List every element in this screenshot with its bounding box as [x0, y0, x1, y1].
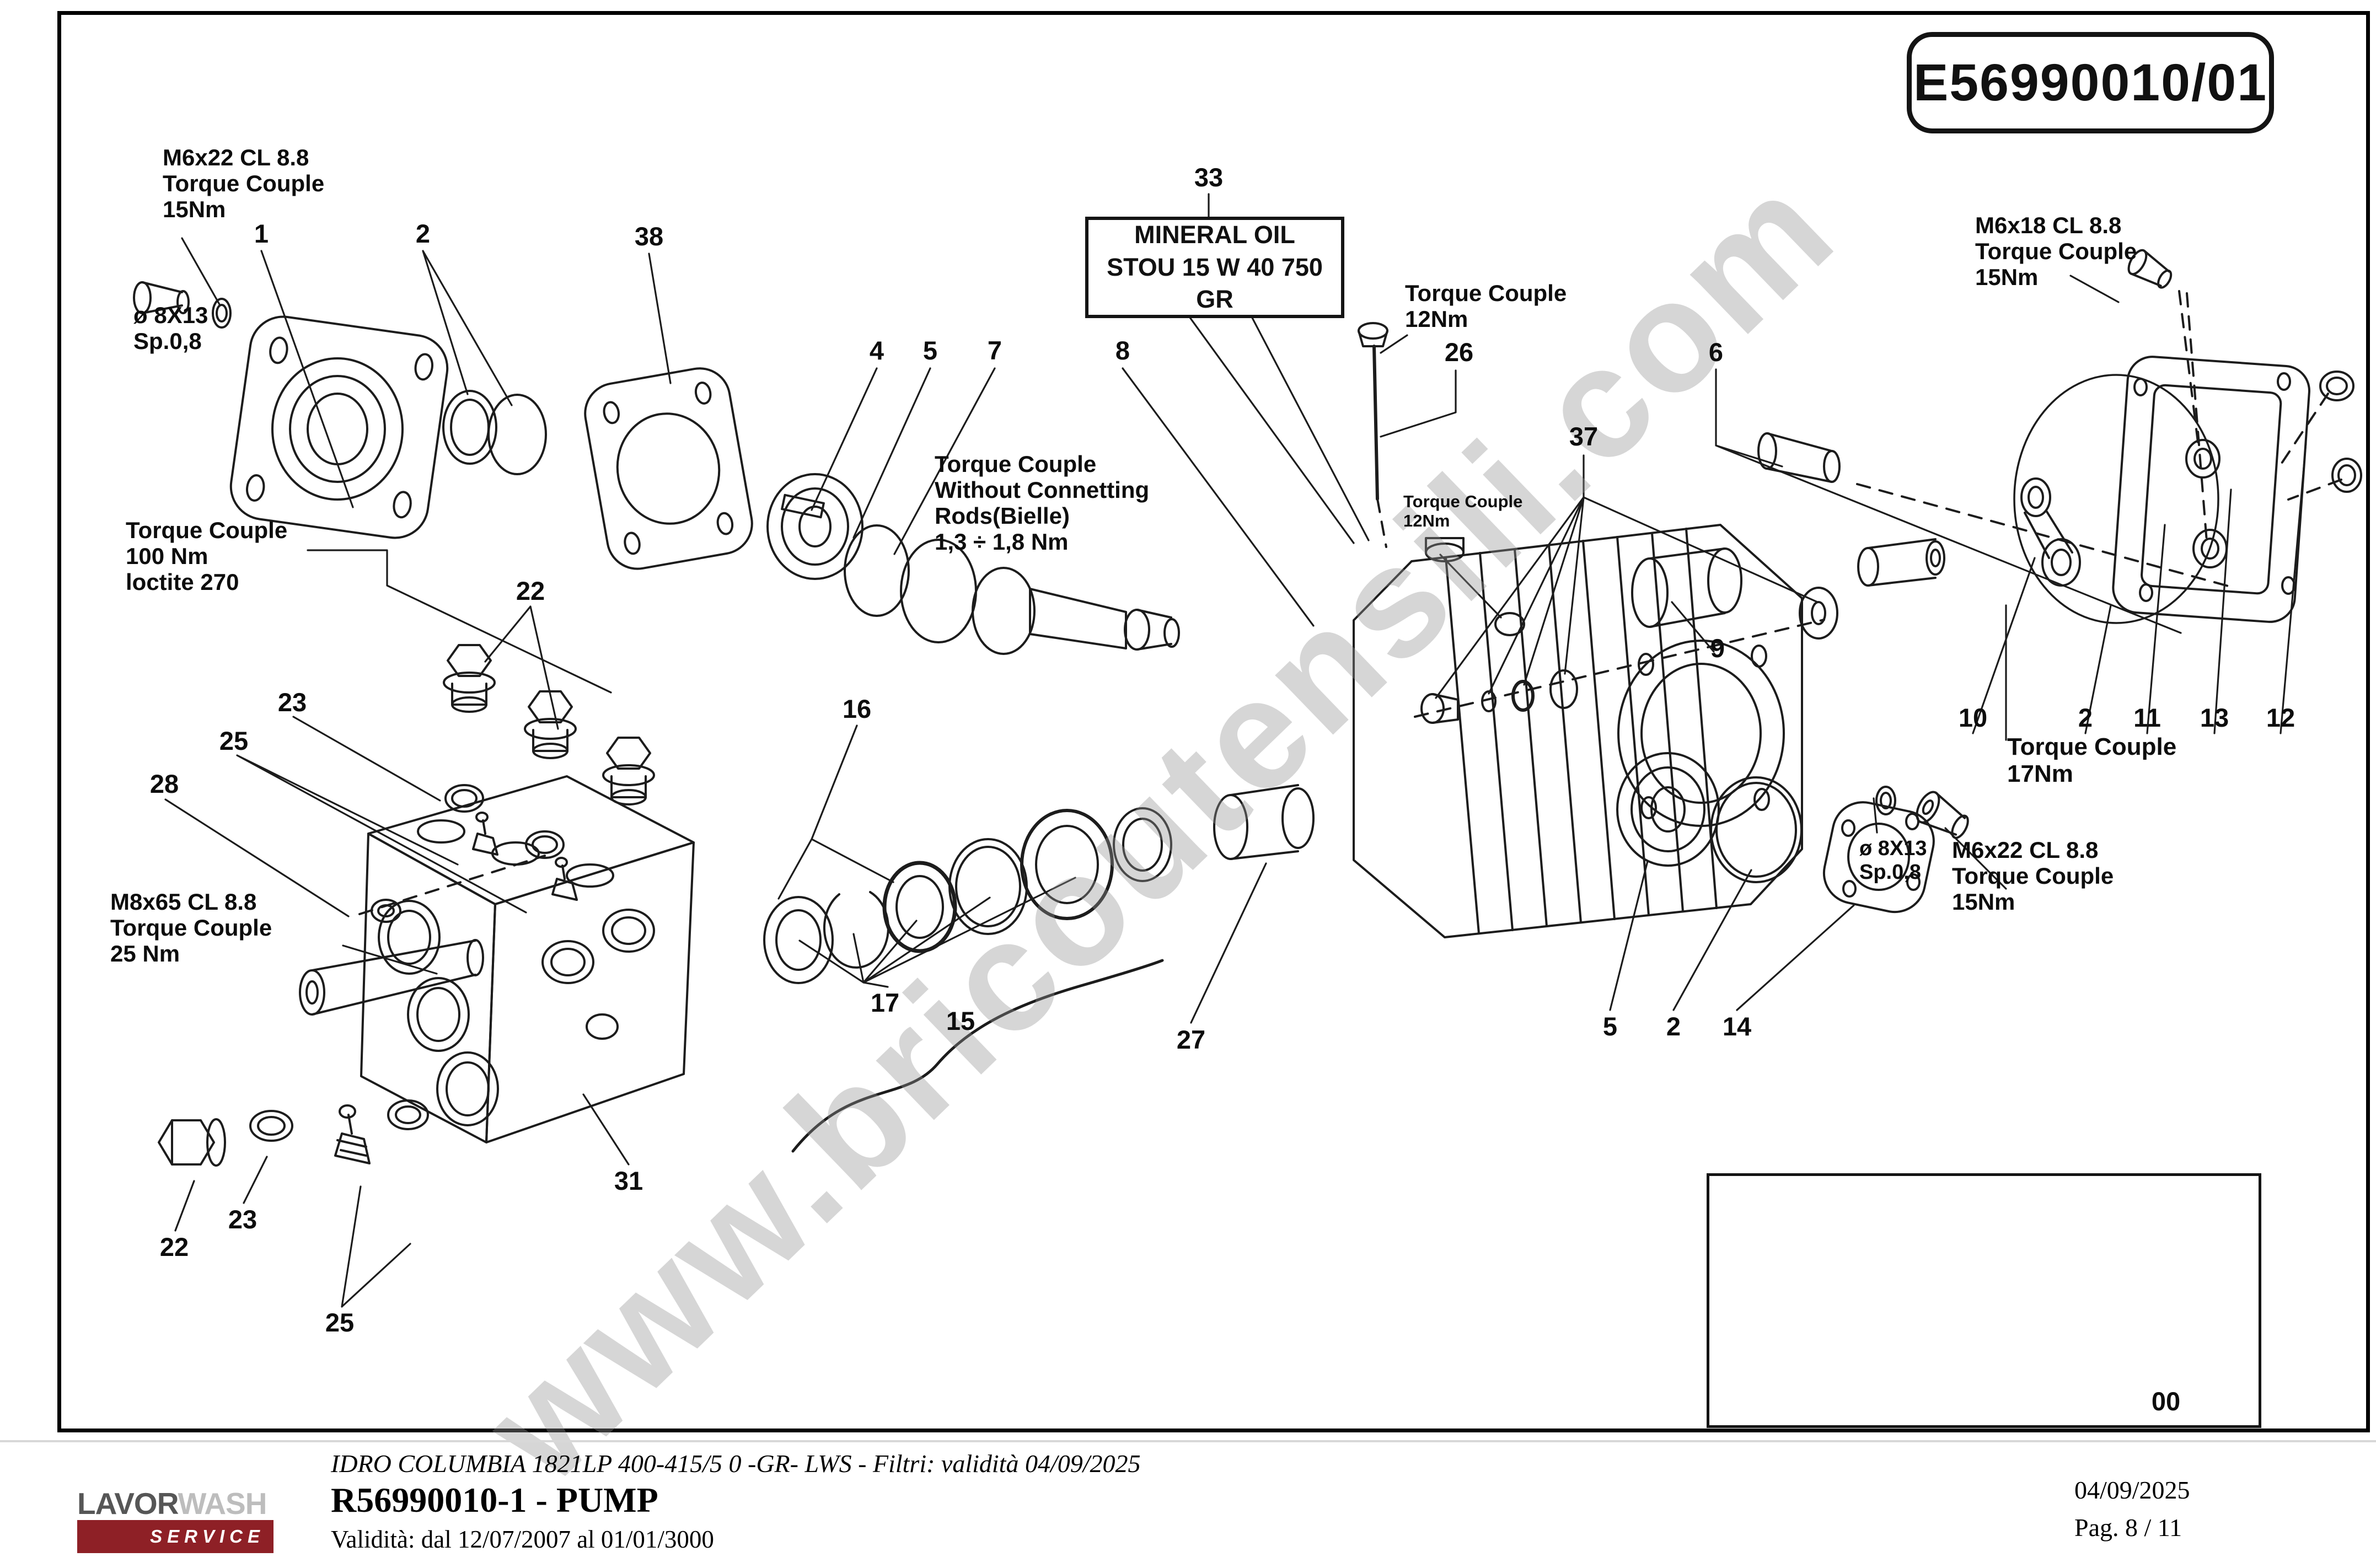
part-number-label: 25	[325, 1308, 355, 1337]
footer-validity-line: Validità: dal 12/07/2007 al 01/01/3000	[331, 1526, 714, 1553]
footer-date: 04/09/2025	[2074, 1476, 2190, 1504]
footer-document-code: R56990010-1 - PUMP	[331, 1480, 658, 1519]
logo-service-bar: SERVICE	[77, 1520, 273, 1553]
part-number-label: 2	[1666, 1012, 1681, 1041]
footer-separator	[0, 1440, 2376, 1442]
part-number-label: 31	[614, 1166, 643, 1195]
part-number-label: 22	[516, 576, 545, 605]
logo-wordmark: LAVORWASH	[77, 1489, 273, 1519]
mineral-oil-line2: STOU 15 W 40 750 GR	[1107, 253, 1323, 314]
part-number-label: 13	[2200, 703, 2229, 732]
part-number-label: 1	[254, 219, 269, 248]
mineral-oil-box: MINERAL OIL STOU 15 W 40 750 GR	[1085, 217, 1344, 318]
footer-model-line: IDRO COLUMBIA 1821LP 400-415/5 0 -GR- LW…	[331, 1449, 1141, 1478]
part-number-label: 27	[1176, 1025, 1206, 1054]
part-number-label: 15	[946, 1006, 975, 1035]
part-number-label: 17	[870, 988, 900, 1017]
part-number-label: 23	[228, 1205, 258, 1234]
part-number-label: 5	[1602, 1012, 1618, 1041]
part-number-label: 26	[1444, 337, 1474, 367]
logo-service-label: SERVICE	[150, 1526, 265, 1546]
part-number-label: 9	[1710, 633, 1725, 663]
part-number-label: 38	[634, 222, 664, 251]
logo-part-wash: WASH	[178, 1486, 267, 1521]
part-number-label: 23	[277, 688, 307, 717]
part-number-label: 7	[987, 336, 1002, 365]
doc-code-badge: E56990010/01	[1907, 32, 2274, 133]
part-number-label: 25	[219, 726, 249, 755]
part-number-label: 4	[869, 336, 884, 365]
part-number-label: 11	[2133, 703, 2161, 732]
assembled-pump-inset-box	[1707, 1173, 2261, 1428]
part-number-label: 14	[1722, 1012, 1752, 1041]
lavorwash-logo: LAVORWASH SERVICE	[77, 1489, 273, 1555]
part-number-label: 33	[1194, 163, 1224, 192]
part-number-label: 12	[2266, 703, 2295, 732]
part-number-label: 37	[1569, 422, 1599, 451]
mineral-oil-line1: MINERAL OIL	[1134, 221, 1295, 249]
drawing-frame	[57, 11, 2370, 1432]
part-number-label: 5	[922, 336, 938, 365]
part-number-label: 22	[159, 1232, 189, 1261]
part-number-label: 16	[842, 694, 872, 723]
logo-part-lavor: LAVOR	[77, 1486, 178, 1521]
part-number-label: 10	[1958, 703, 1988, 732]
part-number-label: 2	[2078, 703, 2093, 732]
footer-page-number: Pag. 8 / 11	[2074, 1513, 2182, 1542]
part-number-label: 00	[2151, 1387, 2181, 1416]
part-number-label: 2	[415, 219, 431, 248]
part-number-label: 28	[149, 769, 179, 798]
part-number-label: 6	[1708, 337, 1724, 367]
part-number-label: 8	[1115, 336, 1130, 365]
